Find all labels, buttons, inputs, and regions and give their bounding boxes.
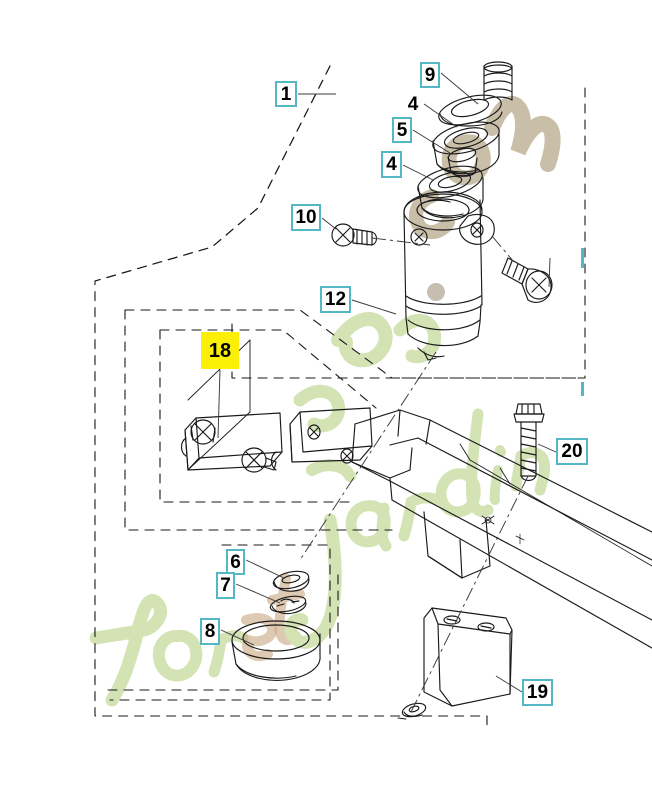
- group-boundary-lower: [109, 544, 331, 701]
- group-boundary-inner: [159, 329, 377, 503]
- part-coil-spring: [483, 61, 513, 101]
- leader-19: [495, 675, 523, 693]
- leader-8: [220, 629, 255, 646]
- edge-callout-marker-2: [581, 382, 584, 396]
- leader-7: [235, 583, 281, 604]
- axis-right-bolt: [491, 235, 515, 263]
- leader-4-lower: [402, 164, 434, 181]
- group-boundary-lower-right: [105, 574, 339, 691]
- leader-5: [412, 129, 451, 154]
- leader-12: [351, 299, 397, 315]
- leader-edge-bolt: [548, 257, 551, 288]
- part-clamp-mating-half: [289, 407, 373, 464]
- leader-20: [537, 443, 557, 453]
- callout-6[interactable]: 6: [226, 549, 245, 575]
- callout-5[interactable]: 5: [392, 117, 412, 143]
- callout-19[interactable]: 19: [522, 679, 553, 706]
- callout-4[interactable]: 4: [381, 151, 402, 178]
- part-19-support-plate: [423, 607, 513, 707]
- part-8-bushing-cap: [231, 620, 321, 681]
- part-4-bearing-upper: [432, 121, 500, 175]
- part-7-retaining-clip: [269, 595, 307, 615]
- callout-20[interactable]: 20: [556, 438, 588, 465]
- axis-screw-10: [371, 237, 431, 246]
- part-4-bearing-lower: [417, 165, 484, 219]
- callout-7[interactable]: 7: [216, 572, 235, 599]
- part-20-flange-bolt: [513, 403, 545, 482]
- callout-1[interactable]: 1: [275, 81, 297, 107]
- part-right-side-bolt: [501, 257, 553, 303]
- callout-18[interactable]: 18: [201, 332, 239, 369]
- leader-10: [321, 217, 337, 230]
- leader-6: [245, 559, 285, 579]
- callout-10[interactable]: 10: [291, 204, 321, 231]
- callout-8[interactable]: 8: [200, 618, 220, 645]
- part-12-steering-column-tube: [403, 191, 495, 361]
- callout-4[interactable]: 4: [407, 93, 419, 115]
- watermark-foretjardin: [89, 96, 561, 707]
- group-boundary-mid: [124, 309, 586, 531]
- axis-bolt-20: [409, 475, 529, 715]
- edge-callout-marker-1: [581, 248, 584, 268]
- callout-12[interactable]: 12: [320, 286, 351, 313]
- leader-4-upper: [423, 103, 458, 128]
- leader-18: [217, 369, 221, 439]
- callout-9[interactable]: 9: [420, 62, 440, 88]
- part-6-washer: [272, 570, 310, 592]
- leader-9: [440, 72, 479, 105]
- part-handle-boom: [351, 409, 652, 649]
- part-18-clamp-bracket: [180, 339, 283, 473]
- axis-column: [299, 351, 437, 561]
